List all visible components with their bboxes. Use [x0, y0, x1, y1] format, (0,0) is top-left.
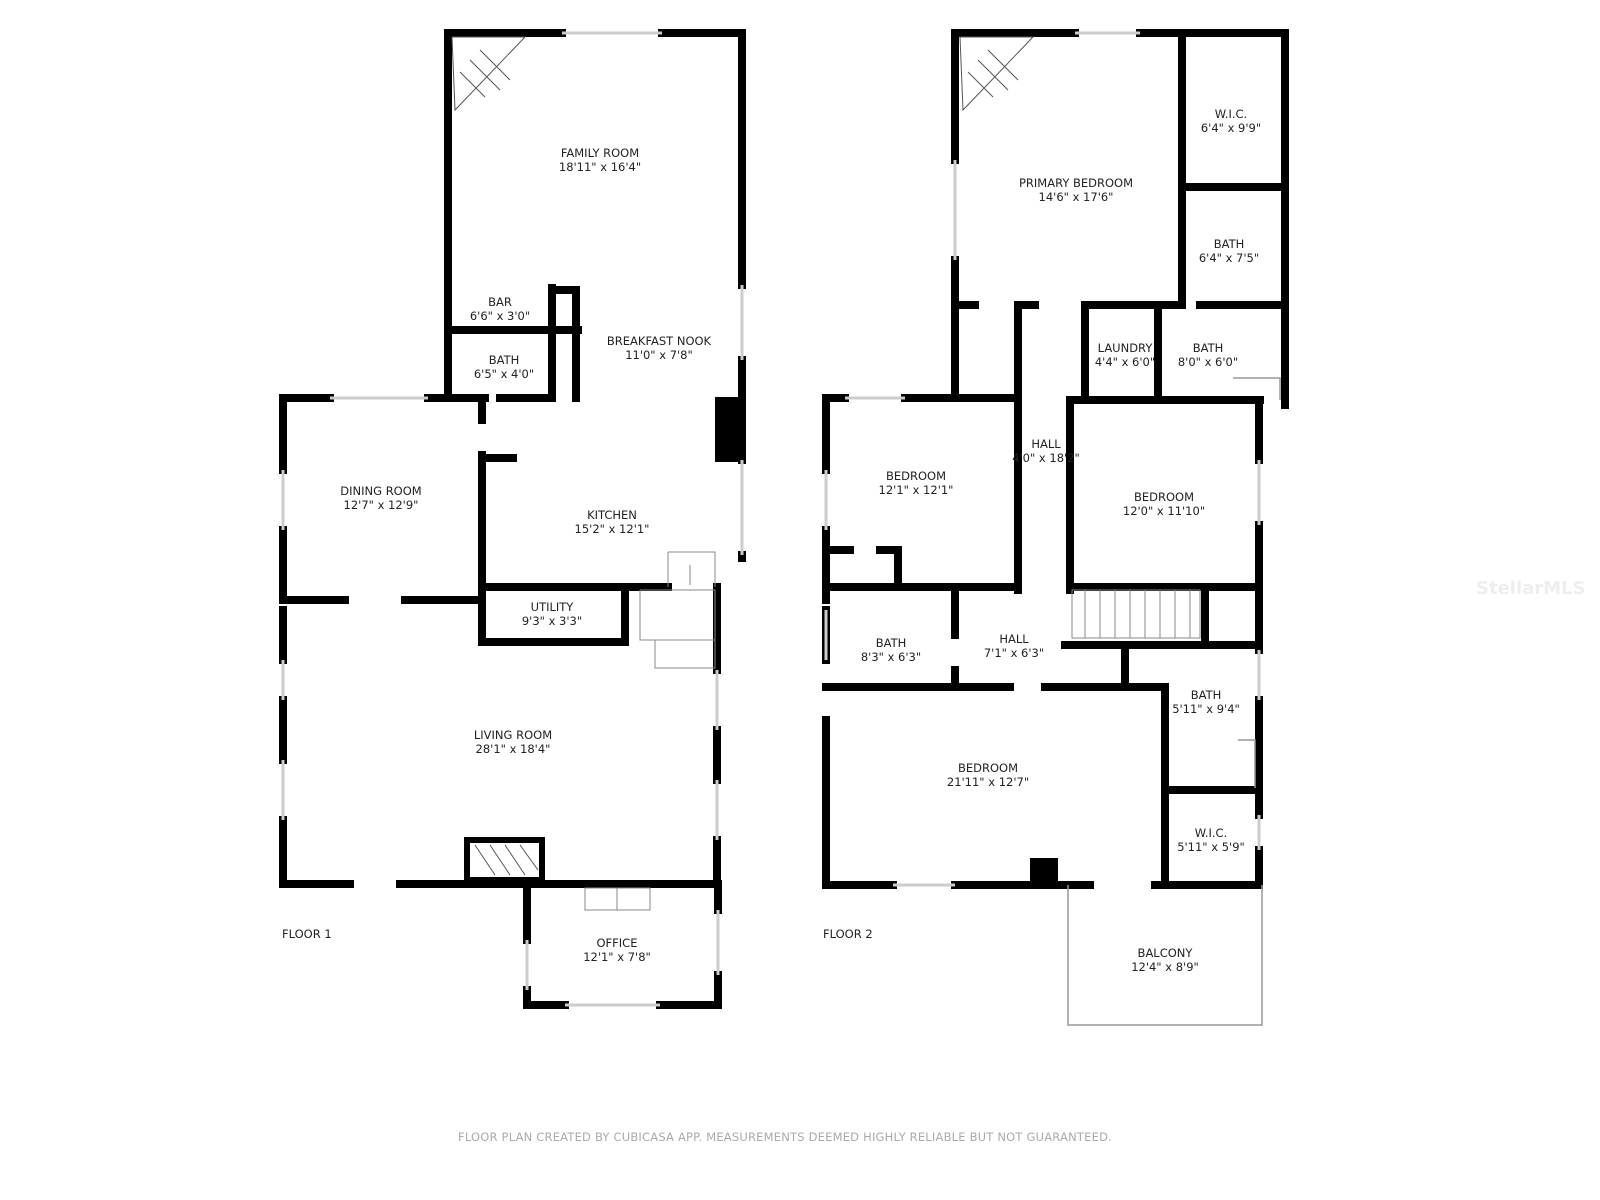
walls	[279, 29, 1289, 1009]
room-wic-primary: W.I.C.6'4" x 9'9"	[1200, 107, 1262, 135]
fireplaces	[451, 36, 1035, 883]
balcony-outline	[1067, 377, 1281, 1026]
room-wic-small: W.I.C.5'11" x 5'9"	[1177, 826, 1245, 854]
windows	[281, 31, 1261, 1007]
solid-blocks	[715, 397, 1058, 886]
footer-disclaimer: FLOOR PLAN CREATED BY CUBICASA APP. MEAS…	[458, 1130, 1112, 1144]
stairs	[584, 551, 1201, 911]
floor-2-label: FLOOR 2	[823, 927, 873, 941]
watermark: StellarMLS	[1476, 578, 1586, 599]
floor-1-label: FLOOR 1	[282, 927, 332, 941]
